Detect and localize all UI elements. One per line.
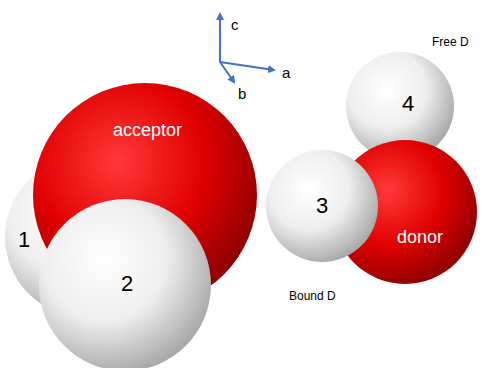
callout-number: 1 [18,227,30,253]
axis-label: a [282,64,290,81]
atom: 3 [312,191,332,221]
atom: 2 [117,269,137,299]
hydrogen-atom [39,199,211,368]
hydrogen-atom [266,150,378,262]
callout-number: 2 [121,271,133,297]
atom-label: donor [397,227,443,248]
atom: acceptor [109,118,186,143]
atom-note: Bound D [289,289,336,303]
axis-label: b [238,85,246,102]
axis-label: c [231,16,239,33]
atom: 1 [14,225,34,255]
atom-label: acceptor [113,120,182,141]
atom-note: Free D [432,35,469,49]
axes [220,14,274,82]
callout-number: 4 [402,91,414,117]
atom: donor [393,225,447,250]
callout-number: 3 [316,193,328,219]
atom: 4 [398,89,418,119]
